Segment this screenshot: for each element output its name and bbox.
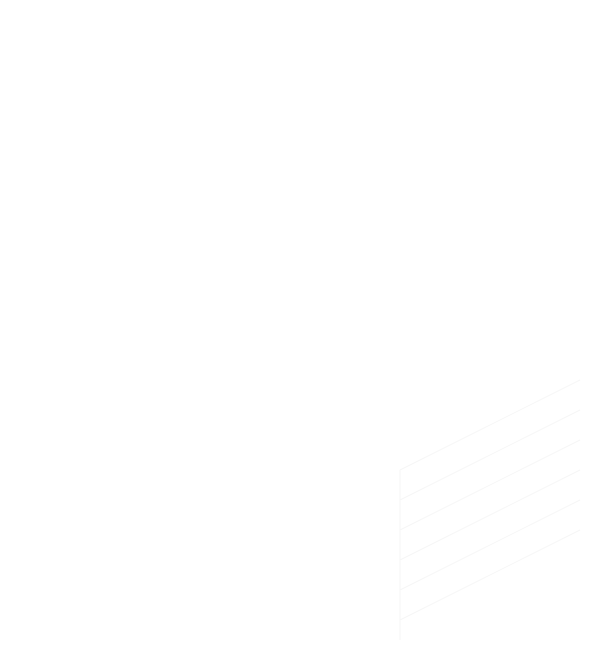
blank-canvas — [0, 0, 600, 652]
